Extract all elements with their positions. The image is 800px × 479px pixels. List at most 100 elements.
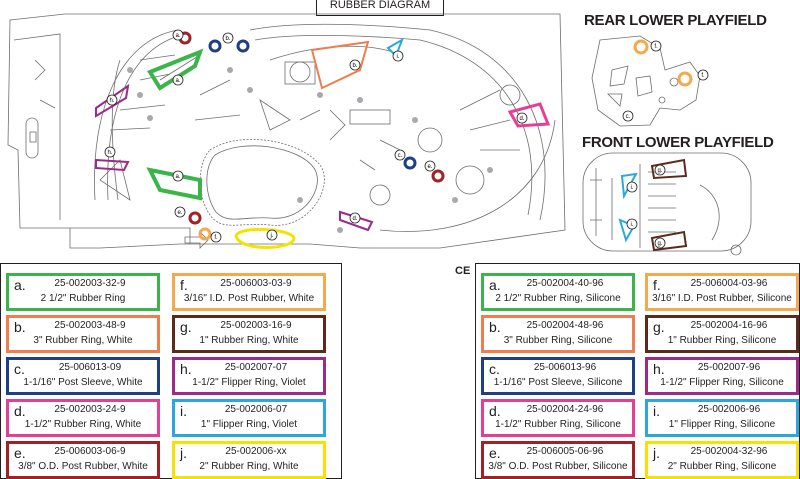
card-letter: a. <box>489 277 501 293</box>
part-description: 1-1/2" Rubber Ring, White <box>24 419 142 430</box>
card-letter: c. <box>14 361 25 377</box>
card-letter: g. <box>180 319 192 335</box>
callout-label: f. <box>214 235 218 241</box>
card-letter: i. <box>180 403 187 419</box>
card-letter: a. <box>14 277 26 293</box>
callout-label: a. <box>175 33 180 39</box>
callout-label: d. <box>519 116 524 122</box>
flipper-ring-h-upper <box>95 83 130 118</box>
card-letter: j. <box>653 445 660 461</box>
part-description: 2" Rubber Ring, White <box>199 461 299 472</box>
part-description: 3" Rubber Ring, Silicone <box>503 335 613 346</box>
callout-label: a. <box>175 174 180 180</box>
card-letter: f. <box>653 277 661 293</box>
part-description: 2" Rubber Ring, Silicone <box>667 461 777 472</box>
standard-card-h: h. 25-002007-07 1-1/2" Flipper Ring, Viole… <box>172 357 326 395</box>
callout-label: i. <box>397 54 400 60</box>
front-lower-playfield-diagram <box>582 152 752 256</box>
part-description: 3/16" I.D. Post Rubber, Silicone <box>652 293 792 304</box>
part-description: 2 1/2" Rubber Ring, Silicone <box>495 293 621 304</box>
callout-label: g. <box>657 168 662 174</box>
part-number: 25-006003-03-9 <box>220 278 292 289</box>
post-rubber-e-3 <box>188 211 202 225</box>
card-letter: d. <box>14 403 26 419</box>
rear-lower-playfield-heading: REAR LOWER PLAYFIELD <box>584 12 767 29</box>
card-letter: e. <box>489 445 501 461</box>
ce-card-d: d. 25-002004-24-96 1-1/2" Rubber Ring, Sil… <box>481 399 635 437</box>
rubber-ring-a-upper <box>147 48 204 91</box>
callout-label: g. <box>657 241 662 247</box>
rubber-ring-d <box>507 102 551 128</box>
callout-label: j. <box>270 233 274 239</box>
callout-label: f. <box>701 73 705 79</box>
callout-label: i. <box>631 185 634 191</box>
card-letter: h. <box>180 361 192 377</box>
part-description: 1-1/2" Flipper Ring, Violet <box>192 377 306 388</box>
part-number: 25-002004-32-96 <box>690 446 768 457</box>
card-letter: f. <box>180 277 188 293</box>
card-letter: e. <box>14 445 26 461</box>
callout-label: e. <box>177 210 182 216</box>
post-rubber-f-1 <box>198 227 212 241</box>
front-lower-playfield-heading: FRONT LOWER PLAYFIELD <box>582 134 774 151</box>
card-letter: h. <box>653 361 665 377</box>
card-letter: b. <box>14 319 26 335</box>
part-description: 1-1/16" Post Sleeve, Silicone <box>493 377 623 388</box>
callout-label: b. <box>352 63 357 69</box>
part-number: 25-002006-96 <box>697 404 761 415</box>
card-letter: d. <box>489 403 501 419</box>
main-playfield-diagram: a.b.a.h.h.a.e.f.j.b.i.d.c.e.d.f.f.c.g.i.… <box>7 13 752 256</box>
ce-card-c: c. 25-006013-96 1-1/16" Post Sleeve, Silic… <box>481 357 635 395</box>
ce-card-a: a. 25-002004-40-96 2 1/2" Rubber Ring, Sil… <box>481 273 635 311</box>
rubber-ring-b <box>310 40 370 90</box>
callout-label: b. <box>225 36 230 42</box>
part-number: 25-002003-48-9 <box>54 320 126 331</box>
standard-card-g: g. 25-002003-16-9 1" Rubber Ring, White <box>172 315 326 353</box>
standard-card-f: f. 25-006003-03-9 3/16" I.D. Post Rubber, … <box>172 273 326 311</box>
ce-label: CE <box>455 265 471 277</box>
callout-label: h. <box>109 98 114 104</box>
part-description: 1" Flipper Ring, Silicone <box>668 419 776 430</box>
part-description: 3/8" O.D. Post Rubber, White <box>18 461 148 472</box>
part-description: 1-1/2" Flipper Ring, Silicone <box>660 377 784 388</box>
part-number: 25-002006-xx <box>225 446 287 457</box>
part-description: 3/8" O.D. Post Rubber, Silicone <box>488 461 628 472</box>
callout-label: h. <box>107 150 112 156</box>
part-description: 1" Rubber Ring, Silicone <box>667 335 777 346</box>
callout-label: c. <box>626 114 631 120</box>
part-number: 25-002004-24-96 <box>526 404 604 415</box>
ce-card-j: j. 25-002004-32-96 2" Rubber Ring, Silicon… <box>645 441 799 479</box>
part-number: 25-002007-07 <box>224 362 288 373</box>
part-number: 25-002004-48-96 <box>526 320 604 331</box>
callout-label: f. <box>654 44 658 50</box>
callout-label: e. <box>427 164 432 170</box>
post-sleeve-c-1 <box>208 39 222 53</box>
card-letter: c. <box>489 361 500 377</box>
callout-label: d. <box>352 216 357 222</box>
part-number: 25-002003-24-9 <box>54 404 126 415</box>
part-number: 25-002006-07 <box>224 404 288 415</box>
callout-label: i. <box>631 222 634 228</box>
part-number: 25-002004-16-96 <box>690 320 768 331</box>
part-number: 25-002004-40-96 <box>526 278 604 289</box>
part-description: 1-1/2" Rubber Ring, Silicone <box>495 419 621 430</box>
callout-label: c. <box>398 153 403 159</box>
post-sleeve-c-2 <box>236 39 250 53</box>
standard-card-d: d. 25-002003-24-9 1-1/2" Rubber Ring, Whit… <box>6 399 160 437</box>
standard-card-b: b. 25-002003-48-9 3" Rubber Ring, White <box>6 315 160 353</box>
part-description: 1" Rubber Ring, White <box>199 335 299 346</box>
part-number: 25-002003-16-9 <box>220 320 292 331</box>
part-number: 25-006013-96 <box>533 362 597 373</box>
part-description: 3/16" I.D. Post Rubber, White <box>183 293 315 304</box>
part-description: 3" Rubber Ring, White <box>33 335 133 346</box>
